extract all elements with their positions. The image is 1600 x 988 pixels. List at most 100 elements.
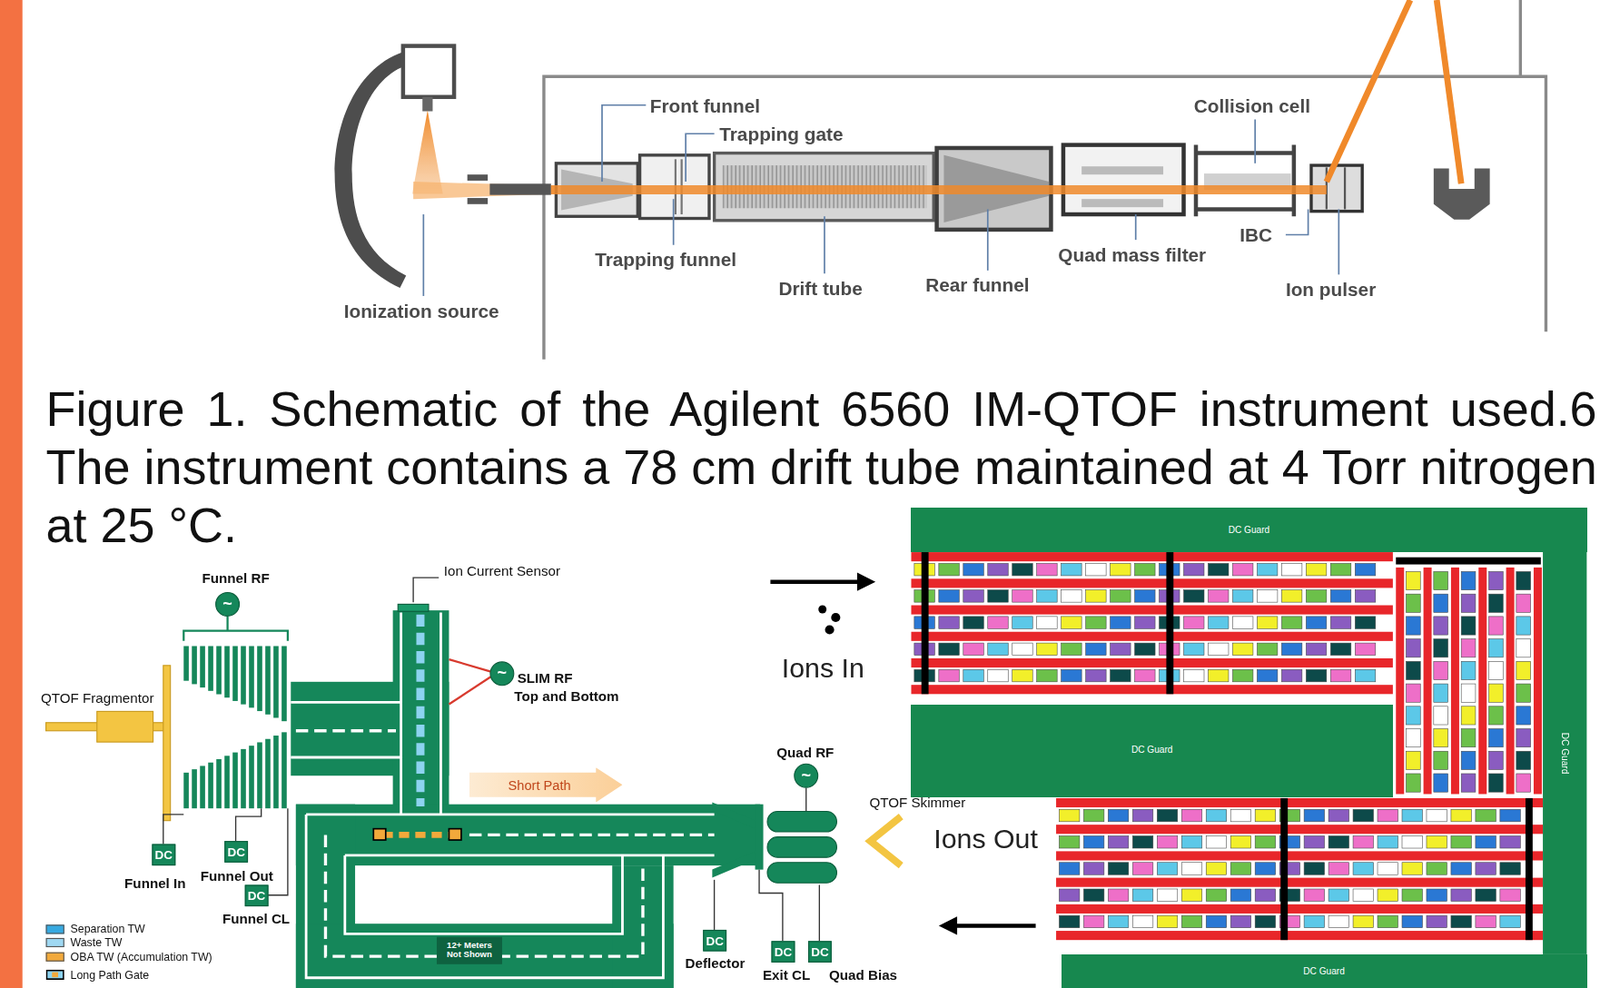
- slim-electrode-board: [1254, 862, 1275, 875]
- slim-electrode-board: [1181, 809, 1202, 821]
- slim-electrode-board: [1037, 616, 1057, 629]
- arrow-shape: [469, 767, 623, 802]
- qtof-fragmentor: [163, 665, 171, 821]
- slim-electrode-board: [1461, 616, 1476, 635]
- slim-electrode-board: [1533, 567, 1542, 795]
- dc-wire: [713, 879, 715, 930]
- slim-electrode-board: [1181, 915, 1202, 928]
- inlet-capillary: [467, 197, 488, 205]
- legend-label: Waste TW: [70, 936, 123, 949]
- slim-electrode-board: [1405, 661, 1421, 680]
- deflector: [711, 801, 763, 878]
- slim-electrode-board: [910, 684, 1393, 694]
- slim-electrode-board: [1232, 669, 1253, 682]
- ion-funnel: [183, 645, 189, 681]
- slim-electrode-board: [1500, 809, 1521, 821]
- oba-tw: [382, 831, 459, 839]
- dc-wire: [805, 788, 807, 812]
- slim-electrode-board: [1254, 836, 1275, 849]
- slim-electrode-board: [1405, 639, 1421, 658]
- legend-swatch: [46, 938, 65, 948]
- gate-icon: [46, 970, 64, 980]
- slim-electrode-board: [1181, 888, 1202, 901]
- slim-electrode-board: [938, 590, 959, 603]
- slim-electrode-board: [1451, 862, 1472, 875]
- slim-electrode-board: [1256, 642, 1277, 655]
- ion-current-sensor: [397, 603, 429, 612]
- slim-electrode-board: [1426, 809, 1447, 821]
- part-label: Front funnel: [650, 94, 761, 117]
- slim-electrode-board: [910, 605, 1393, 615]
- quad-mass-filter: [1063, 145, 1185, 215]
- ion-funnel: [281, 645, 287, 721]
- ion-funnel: [273, 645, 279, 718]
- slim-board: [290, 610, 761, 988]
- slim-electrode-board: [1353, 836, 1373, 849]
- instrument-housing: [543, 0, 1546, 360]
- slim-electrode-board: [1433, 661, 1449, 680]
- slim-electrode-board: [1330, 642, 1351, 655]
- slim-electrode-board: [1433, 729, 1449, 748]
- slim-electrode-board: [1230, 836, 1251, 849]
- quad-rods: [767, 811, 837, 884]
- dc-guard-band: DC Guard: [910, 704, 1393, 797]
- ion-funnel: [191, 769, 198, 809]
- slim-electrode-board: [1525, 798, 1533, 940]
- quad-rods: [767, 837, 837, 858]
- ions-out-arrow: [938, 916, 958, 935]
- slim-track: [290, 612, 441, 815]
- quad-rods: [767, 811, 837, 832]
- slim-electrode-board: [1475, 915, 1496, 928]
- slim-electrode-board: [938, 669, 959, 682]
- slim-electrode-board: [963, 616, 984, 629]
- slim-electrode-board: [1205, 915, 1226, 928]
- quad-rods: [767, 862, 837, 883]
- slim-electrode-board: [1058, 888, 1079, 901]
- slim-electrode-board: [1402, 862, 1423, 875]
- ion-funnel: [199, 765, 206, 809]
- slim-electrode-board: [1461, 750, 1476, 770]
- ion-funnel: [199, 645, 206, 688]
- node-caption: SLIM RF: [517, 670, 573, 686]
- slim-electrode-board: [1061, 669, 1082, 682]
- slim-electrode-board: [1516, 571, 1531, 590]
- slim-electrode-board: [1303, 915, 1324, 928]
- long-path-gate: [373, 829, 462, 840]
- slim-electrode-board: [1012, 562, 1033, 575]
- slim-electrode-board: [1377, 836, 1398, 849]
- ion-pulser: [1343, 167, 1346, 209]
- slim-electrode-board: [1184, 562, 1205, 575]
- ion-funnel: [183, 772, 189, 809]
- slim-electrode-board: [1402, 809, 1423, 821]
- slim-electrode-board: [1516, 593, 1531, 613]
- slim-electrode-board: [1405, 616, 1421, 635]
- slim-electrode-board: [1433, 773, 1449, 792]
- part-label: Trapping gate: [719, 122, 843, 145]
- ion-funnel: [232, 752, 238, 810]
- slim-electrode-board: [1475, 809, 1496, 821]
- slim-electrode-board: [1330, 669, 1351, 682]
- ion-funnel: [207, 762, 214, 809]
- slim-track: [290, 612, 714, 978]
- node-caption: Quad Bias: [829, 967, 898, 984]
- slim-electrode-board: [910, 578, 1393, 588]
- dc-supply: DCFunnel In: [151, 844, 176, 867]
- dc-wire: [163, 814, 184, 845]
- deflector: [755, 804, 764, 870]
- slim-electrode-board: [1086, 616, 1107, 629]
- dc-wire: [819, 884, 820, 941]
- slim-electrode-board: [1461, 593, 1476, 613]
- dc-supply: DCDeflector: [702, 929, 727, 952]
- slim-electrode-board: [1056, 930, 1543, 940]
- slim-electrode-board: [1433, 571, 1449, 590]
- slim-electrode-board: [1184, 642, 1205, 655]
- slim-electrode-board: [1461, 683, 1476, 702]
- legend-label: Separation TW: [70, 922, 146, 936]
- slim-electrode-board: [1107, 915, 1128, 928]
- slim-electrode-board: [1086, 562, 1107, 575]
- quad-mass-filter: [1063, 145, 1185, 215]
- ion-funnel: [240, 749, 247, 809]
- inlet-capillary: [489, 183, 551, 195]
- leader-line: [1285, 208, 1309, 235]
- slim-electrode-board: [1058, 836, 1079, 849]
